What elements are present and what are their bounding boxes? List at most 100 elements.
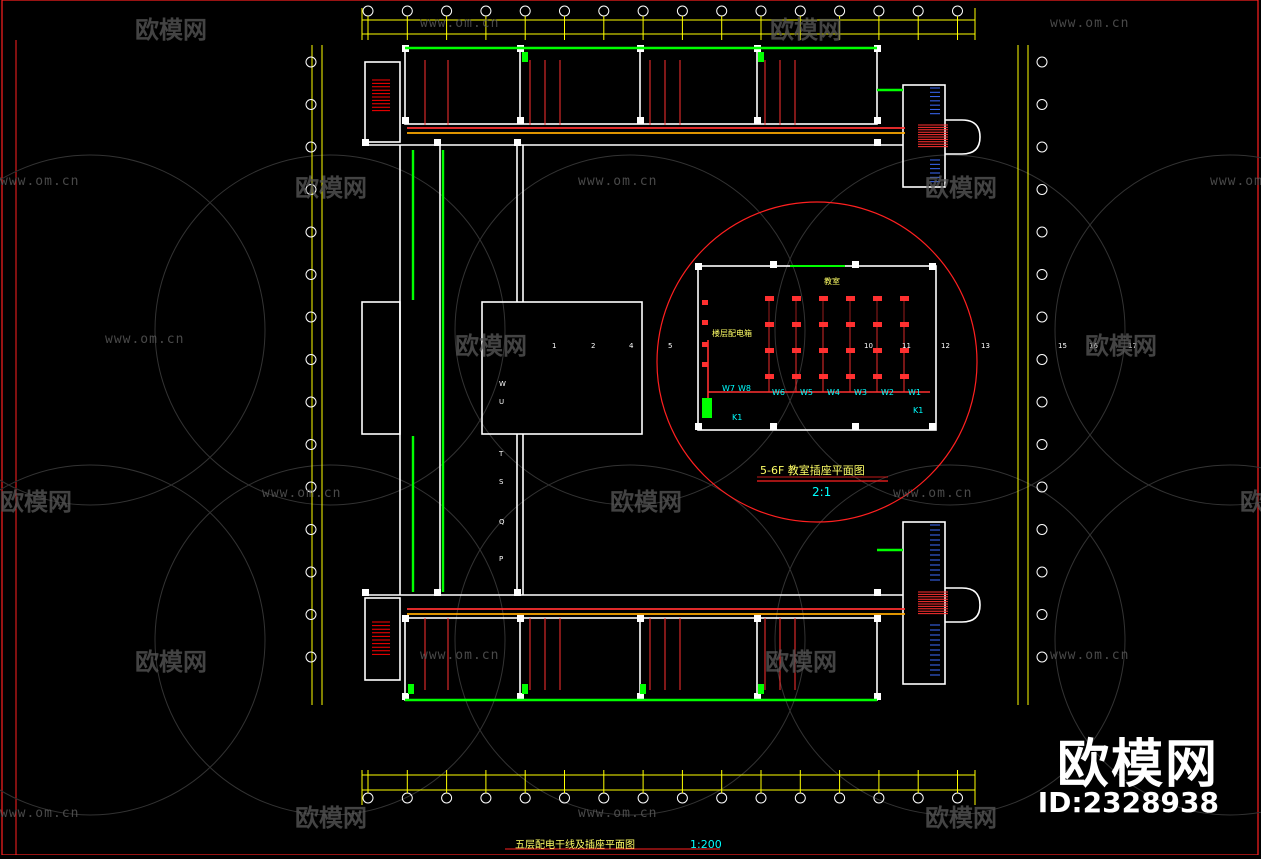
socket — [765, 348, 774, 353]
column — [874, 589, 881, 596]
axis-bubble — [559, 792, 570, 804]
column — [770, 423, 777, 430]
column — [402, 117, 409, 124]
column — [754, 117, 761, 124]
panel-boxes — [408, 52, 764, 694]
axis-number: 13 — [981, 342, 990, 350]
axis-number: 15 — [1058, 342, 1067, 350]
axis-bubble — [1036, 651, 1048, 663]
watermark-url: www.om.cn — [105, 332, 185, 347]
socket — [702, 300, 708, 305]
brand-id: ID:2328938 — [1037, 786, 1219, 819]
axis-bubble — [401, 5, 413, 17]
column — [929, 423, 936, 430]
axis-bubble — [559, 5, 570, 17]
column — [517, 117, 524, 124]
detail-callout-circle — [656, 201, 978, 523]
socket — [873, 374, 882, 379]
axis-bubble — [305, 396, 317, 408]
axis-bubble — [362, 5, 374, 17]
circuit-label: W8 — [738, 384, 751, 393]
axis-bubble — [755, 792, 767, 804]
column — [852, 423, 859, 430]
axis-bubble — [1036, 481, 1048, 493]
circuit-label: W2 — [881, 388, 894, 397]
axis-bubble — [305, 354, 317, 365]
socket — [819, 322, 828, 327]
column — [517, 693, 524, 700]
axis-bubble — [441, 5, 453, 17]
circuit-drops — [424, 60, 796, 690]
socket — [765, 322, 774, 327]
circuit-label: W6 — [772, 388, 785, 397]
axis-bubble — [1036, 311, 1048, 323]
socket — [900, 296, 909, 301]
axis-bubble — [305, 524, 317, 535]
axis-bubble — [305, 141, 317, 153]
socket — [873, 322, 882, 327]
axis-bubble — [834, 792, 846, 804]
watermark-url: www.om.cn — [0, 174, 80, 189]
column — [637, 117, 644, 124]
watermark-url: www.om.cn — [262, 486, 342, 501]
watermark-logo: 欧模网 — [925, 174, 997, 202]
watermark-logo: 欧模网 — [1085, 332, 1157, 360]
axis-bubble — [305, 439, 317, 450]
main-scale: 1:200 — [690, 838, 722, 851]
socket — [765, 374, 774, 379]
socket — [873, 348, 882, 353]
circuit-label: W7 — [722, 384, 735, 393]
dimension-lines — [311, 8, 1029, 805]
axis-bubble — [1036, 609, 1048, 620]
circuit-label: W1 — [908, 388, 921, 397]
axis-bubble — [1036, 269, 1048, 280]
watermark-url: www.om.cn — [0, 806, 80, 821]
axis-bubble — [1036, 226, 1048, 238]
watermark-logo: 欧模网 — [610, 488, 682, 516]
axis-bubble — [755, 5, 767, 17]
socket — [702, 342, 708, 347]
socket — [819, 348, 828, 353]
circuit-label: K1 — [732, 413, 743, 422]
axis-number: 11 — [902, 342, 911, 350]
axis-bubble — [1036, 524, 1048, 535]
axis-bubble — [305, 269, 317, 280]
axis-bubble — [305, 56, 317, 68]
watermark-logo: 欧模网 — [0, 488, 72, 516]
axis-bubble — [519, 5, 531, 17]
column — [362, 139, 369, 146]
axis-bubble — [676, 792, 688, 804]
axis-bubble — [794, 792, 806, 804]
column — [402, 693, 409, 700]
column — [402, 615, 409, 622]
axis-number: 2 — [591, 342, 596, 350]
corridor-feeders — [407, 127, 905, 615]
watermark-logo: 欧模网 — [135, 648, 207, 676]
watermark-logo: 欧模网 — [135, 16, 207, 44]
axis-bubble — [1036, 396, 1048, 408]
socket — [846, 322, 855, 327]
power-busbars — [405, 46, 903, 702]
watermark-url: www.om.cn — [420, 16, 500, 31]
axis-bubble — [1036, 439, 1048, 450]
circuit-label: W4 — [827, 388, 840, 397]
column — [362, 589, 369, 596]
socket — [846, 374, 855, 379]
axis-bubble — [401, 792, 413, 804]
watermark-logo: 欧模网 — [765, 648, 837, 676]
axis-bubble — [716, 792, 728, 804]
column — [852, 261, 859, 268]
axis-bubble — [305, 311, 317, 323]
socket — [846, 348, 855, 353]
socket — [846, 296, 855, 301]
courtyard-letter: W — [499, 380, 506, 388]
courtyard-letter: P — [499, 555, 504, 563]
main-title: 五层配电干线及插座平面图 — [515, 840, 635, 851]
column — [514, 139, 521, 146]
detail-panel-box — [702, 398, 712, 418]
axis-bubble — [305, 99, 317, 110]
axis-bubble — [598, 5, 610, 17]
axis-bubble — [676, 5, 688, 17]
